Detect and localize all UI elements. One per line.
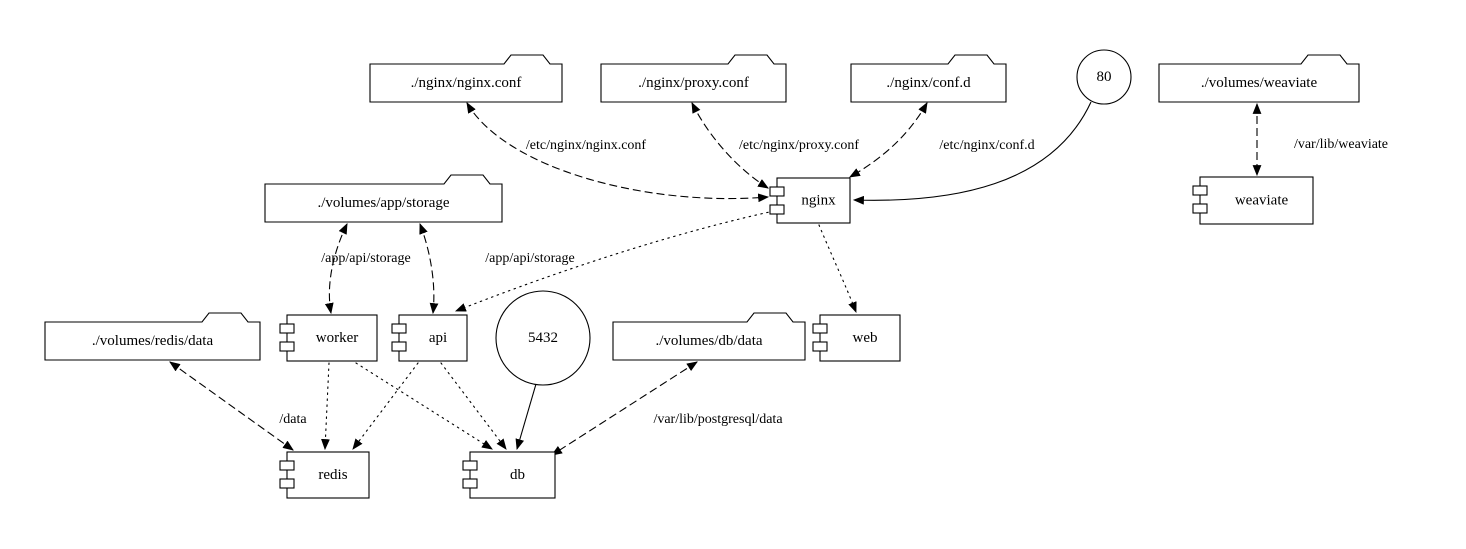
port-circle-shape bbox=[495, 290, 591, 386]
edge-nginx-volume-nginx-conf bbox=[466, 102, 770, 203]
service-redis: redis bbox=[279, 451, 370, 499]
folder-db-data-label: ./volumes/db/data bbox=[655, 333, 762, 349]
folder-shape bbox=[600, 54, 787, 103]
component-tab-icon bbox=[812, 341, 828, 352]
component-tab-icon bbox=[1192, 185, 1208, 196]
edge-worker-volume-storage bbox=[324, 223, 348, 315]
component-tab-icon bbox=[279, 478, 295, 489]
edge-port-80-to-nginx bbox=[852, 101, 1092, 205]
component-shape bbox=[286, 314, 378, 362]
service-worker: worker bbox=[279, 314, 378, 362]
service-db-label: db bbox=[510, 467, 525, 483]
port-5432-label: 5432 bbox=[528, 330, 558, 346]
edge-nginx-volume-proxy-conf bbox=[691, 102, 769, 189]
edge-api-depends-redis bbox=[352, 362, 419, 450]
edge-label-redis-volume-data: /data bbox=[279, 412, 307, 427]
edge-redis-volume-data bbox=[169, 361, 294, 451]
component-shape bbox=[819, 314, 901, 362]
component-tab-icon bbox=[812, 323, 828, 334]
component-shape bbox=[398, 314, 468, 362]
component-shape bbox=[1199, 176, 1314, 225]
edge-api-volume-storage bbox=[419, 222, 439, 315]
service-worker-label: worker bbox=[316, 330, 358, 346]
component-tab-icon bbox=[462, 478, 478, 489]
service-web-label: web bbox=[853, 330, 878, 346]
edge-label-nginx-volume-conf-d: /etc/nginx/conf.d bbox=[939, 138, 1034, 153]
nodes-layer: ./nginx/nginx.conf ./nginx/proxy.conf ./ng… bbox=[44, 49, 1360, 499]
edge-label-nginx-volume-nginx-conf: /etc/nginx/nginx.conf bbox=[526, 138, 646, 153]
edge-labels-layer: /etc/nginx/nginx.conf/etc/nginx/proxy.co… bbox=[279, 137, 1388, 427]
edge-nginx-depends-web bbox=[818, 224, 857, 314]
service-db: db bbox=[462, 451, 556, 499]
edge-nginx-depends-api bbox=[454, 210, 775, 312]
folder-shape bbox=[264, 174, 503, 223]
edge-worker-depends-redis bbox=[321, 362, 330, 451]
component-tab-icon bbox=[1192, 203, 1208, 214]
edge-api-depends-db bbox=[440, 362, 507, 450]
edges-layer bbox=[169, 101, 1262, 456]
folder-redis-data: ./volumes/redis/data bbox=[44, 312, 261, 361]
edge-nginx-volume-conf-d bbox=[849, 102, 928, 178]
folder-shape bbox=[850, 54, 1007, 103]
component-tab-icon bbox=[279, 341, 295, 352]
folder-db-data: ./volumes/db/data bbox=[612, 312, 806, 361]
component-tab-icon bbox=[769, 204, 785, 215]
service-weaviate: weaviate bbox=[1192, 176, 1314, 225]
folder-nginx-conf: ./nginx/nginx.conf bbox=[369, 54, 563, 103]
folder-app-storage-label: ./volumes/app/storage bbox=[317, 195, 449, 211]
service-weaviate-label: weaviate bbox=[1235, 193, 1289, 209]
port-80-label: 80 bbox=[1097, 69, 1112, 85]
port-5432: 5432 bbox=[495, 290, 591, 386]
service-nginx-label: nginx bbox=[801, 193, 836, 209]
folder-redis-data-label: ./volumes/redis/data bbox=[92, 333, 214, 349]
folder-shape bbox=[44, 312, 261, 361]
edge-db-volume-data bbox=[551, 361, 698, 456]
component-shape bbox=[776, 177, 851, 224]
folder-volumes-weaviate: ./volumes/weaviate bbox=[1158, 54, 1360, 103]
component-shape bbox=[469, 451, 556, 499]
folder-shape bbox=[369, 54, 563, 103]
port-circle-shape bbox=[1076, 49, 1132, 105]
component-tab-icon bbox=[769, 186, 785, 197]
edge-label-weaviate-volume: /var/lib/weaviate bbox=[1294, 137, 1388, 152]
component-tab-icon bbox=[391, 341, 407, 352]
edge-label-nginx-volume-proxy-conf: /etc/nginx/proxy.conf bbox=[739, 138, 859, 153]
port-80: 80 bbox=[1076, 49, 1132, 105]
service-nginx: nginx bbox=[769, 177, 851, 224]
component-tab-icon bbox=[462, 460, 478, 471]
edge-label-api-volume-storage: /app/api/storage bbox=[485, 251, 574, 266]
edge-port-5432-to-db bbox=[515, 383, 537, 451]
folder-nginx-conf-label: ./nginx/nginx.conf bbox=[411, 75, 522, 91]
component-tab-icon bbox=[279, 323, 295, 334]
edge-label-worker-volume-storage: /app/api/storage bbox=[321, 251, 410, 266]
component-tab-icon bbox=[391, 323, 407, 334]
folder-conf-d: ./nginx/conf.d bbox=[850, 54, 1007, 103]
folder-app-storage: ./volumes/app/storage bbox=[264, 174, 503, 223]
folder-shape bbox=[612, 312, 806, 361]
edge-label-db-volume-data: /var/lib/postgresql/data bbox=[653, 412, 783, 427]
folder-proxy-conf-label: ./nginx/proxy.conf bbox=[638, 75, 749, 91]
component-tab-icon bbox=[279, 460, 295, 471]
service-web: web bbox=[812, 314, 901, 362]
service-api: api bbox=[391, 314, 468, 362]
folder-proxy-conf: ./nginx/proxy.conf bbox=[600, 54, 787, 103]
folder-volumes-weaviate-label: ./volumes/weaviate bbox=[1201, 75, 1318, 91]
service-redis-label: redis bbox=[318, 467, 347, 483]
component-shape bbox=[286, 451, 370, 499]
folder-shape bbox=[1158, 54, 1360, 103]
edge-worker-depends-db bbox=[355, 362, 493, 450]
service-api-label: api bbox=[429, 330, 447, 346]
folder-conf-d-label: ./nginx/conf.d bbox=[886, 75, 971, 91]
